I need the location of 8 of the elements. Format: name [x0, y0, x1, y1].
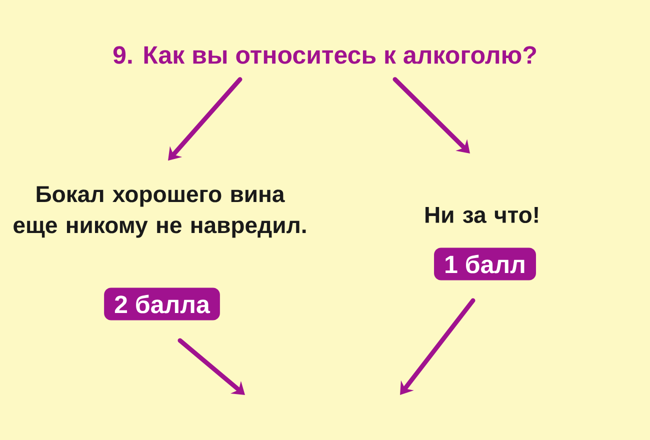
score-badge: 2 балла: [104, 288, 220, 320]
answer-text: Ни за что!: [426, 206, 538, 224]
arrow: [392, 77, 470, 154]
arrow: [400, 298, 476, 395]
question-text: 9. Как вы относитесь к алкоголю?: [113, 46, 536, 64]
arrow: [178, 338, 245, 395]
answer-text: Бокал хорошего вина еще никому не навредил.: [14, 186, 306, 238]
score-badge: 1 балл: [434, 248, 536, 280]
